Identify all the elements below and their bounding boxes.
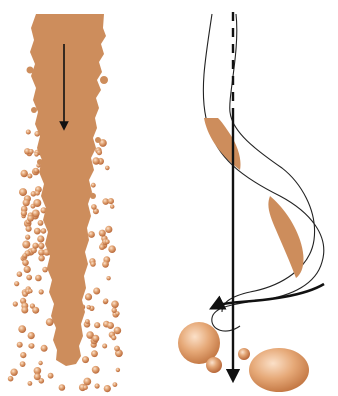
- droplet: [21, 170, 28, 177]
- droplet: [32, 307, 39, 314]
- droplet: [106, 276, 110, 280]
- droplet: [105, 166, 110, 171]
- droplet: [83, 378, 91, 386]
- droplet: [34, 168, 39, 173]
- droplet: [91, 350, 98, 357]
- droplet: [97, 150, 103, 156]
- droplet: [116, 368, 120, 372]
- droplet: [99, 230, 106, 237]
- droplet: [38, 243, 44, 249]
- droplet: [94, 322, 100, 328]
- droplet: [93, 288, 100, 295]
- droplet: [22, 241, 30, 249]
- droplet: [108, 245, 116, 253]
- droplet: [20, 352, 26, 358]
- droplet: [104, 385, 111, 392]
- droplet: [102, 261, 109, 268]
- droplet: [38, 255, 44, 261]
- droplet: [83, 385, 88, 390]
- droplet: [29, 343, 35, 349]
- droplet: [114, 346, 120, 352]
- droplet: [107, 322, 114, 329]
- droplet: [21, 307, 28, 314]
- droplet: [10, 369, 17, 376]
- droplet: [85, 319, 90, 324]
- droplet: [38, 361, 42, 365]
- droplet: [115, 311, 119, 315]
- droplet: [91, 204, 97, 210]
- droplet: [18, 325, 26, 333]
- droplet: [99, 244, 105, 250]
- droplet: [28, 332, 35, 339]
- droplet: [114, 327, 122, 335]
- droplet: [22, 253, 27, 258]
- droplet: [8, 376, 14, 382]
- droplet: [95, 383, 100, 388]
- droplet: [105, 239, 110, 244]
- droplet: [249, 348, 309, 392]
- helix-ribbon-back: [203, 14, 323, 300]
- droplet: [22, 259, 29, 266]
- droplet: [27, 174, 32, 179]
- droplet: [39, 289, 44, 294]
- droplet: [20, 361, 26, 367]
- droplet: [13, 301, 18, 306]
- droplet: [28, 381, 33, 386]
- droplet: [29, 149, 34, 154]
- droplet: [17, 271, 23, 277]
- droplet: [26, 275, 32, 281]
- droplet: [110, 204, 114, 208]
- droplet: [19, 188, 27, 196]
- droplet: [92, 366, 100, 374]
- helix-droplets: [178, 322, 309, 392]
- droplet: [26, 130, 31, 135]
- right-panel: [178, 12, 324, 392]
- droplet: [92, 335, 99, 342]
- droplet: [32, 243, 38, 249]
- droplet: [21, 210, 27, 216]
- droplet: [103, 298, 108, 303]
- droplet: [27, 215, 34, 222]
- droplet: [35, 191, 40, 196]
- droplet: [113, 382, 118, 387]
- droplet: [48, 373, 54, 379]
- droplet: [87, 305, 91, 309]
- droplet: [206, 357, 222, 373]
- left-panel: [8, 14, 123, 392]
- droplet: [24, 266, 31, 273]
- droplet: [34, 152, 38, 156]
- droplet: [90, 261, 96, 267]
- droplet: [111, 335, 116, 340]
- droplet: [25, 235, 30, 240]
- droplet: [238, 348, 250, 360]
- droplet: [17, 342, 23, 348]
- droplet: [34, 228, 41, 235]
- droplet: [23, 199, 30, 206]
- droplet: [111, 301, 119, 309]
- droplet: [41, 228, 47, 234]
- droplet: [108, 198, 114, 204]
- droplet: [91, 183, 96, 188]
- droplet: [59, 384, 66, 391]
- droplet: [102, 344, 107, 349]
- droplet: [14, 281, 19, 286]
- droplet: [85, 293, 92, 300]
- droplet: [31, 204, 36, 209]
- droplet: [34, 373, 41, 380]
- droplet: [38, 220, 44, 226]
- droplet: [82, 356, 89, 363]
- droplet: [41, 345, 48, 352]
- droplet: [26, 226, 32, 232]
- droplet: [28, 289, 32, 293]
- droplet: [37, 235, 44, 242]
- droplet: [105, 226, 112, 233]
- droplet: [92, 157, 99, 164]
- droplet: [35, 275, 42, 282]
- droplet: [88, 231, 95, 238]
- droplet: [42, 267, 48, 273]
